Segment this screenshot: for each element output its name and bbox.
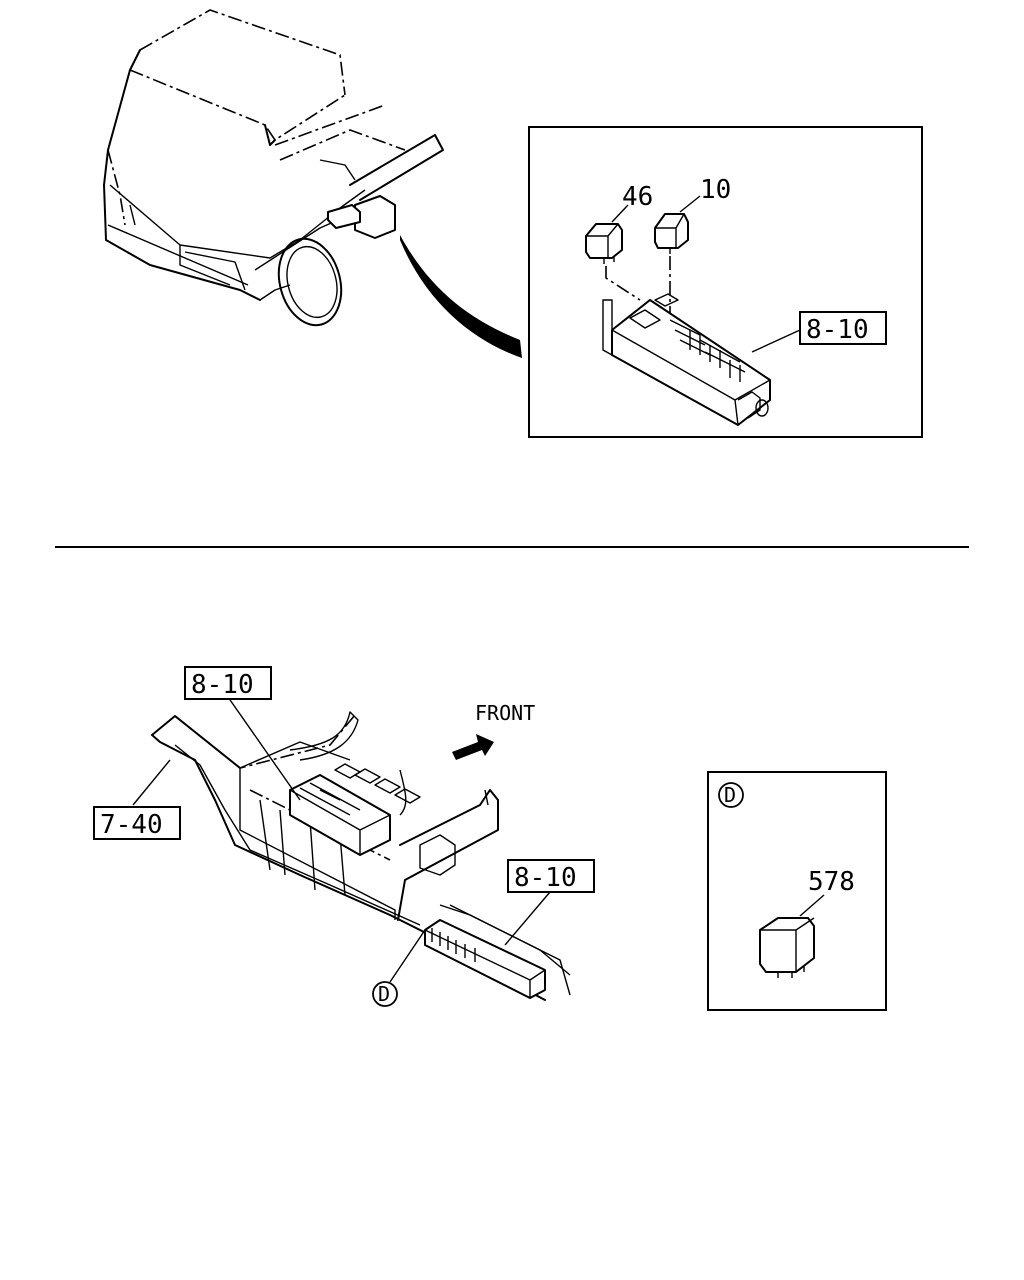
label-ref-8-10-bottom-right: 8-10: [514, 863, 577, 893]
label-ref-8-10-bottom-top: 8-10: [191, 670, 254, 700]
detail-d-marker: [718, 782, 744, 808]
chassis-illustration: [132, 696, 571, 1001]
label-part-10: 10: [700, 175, 731, 205]
fuse-relay-box: [602, 293, 801, 426]
cab-illustration: [103, 9, 522, 358]
ref-box-top: [799, 311, 887, 345]
callout-marker-d: [372, 981, 398, 1007]
label-ref-8-10-top: 8-10: [806, 315, 869, 345]
ref-box-7-40: [93, 806, 181, 840]
front-direction-arrow: [452, 734, 494, 760]
label-ref-7-40: 7-40: [100, 810, 163, 840]
label-part-578: 578: [808, 867, 855, 897]
relay-10: [654, 195, 701, 320]
ref-box-bottom-top: [184, 666, 272, 700]
relay-46: [585, 204, 641, 301]
detail-box-d: [707, 771, 887, 1011]
label-detail-d: D: [724, 783, 736, 807]
label-part-46: 46: [622, 182, 653, 212]
ref-box-bottom-right: [507, 859, 595, 893]
label-callout-d: D: [378, 982, 390, 1006]
relay-578: [759, 894, 825, 978]
label-front: FRONT: [475, 701, 535, 725]
